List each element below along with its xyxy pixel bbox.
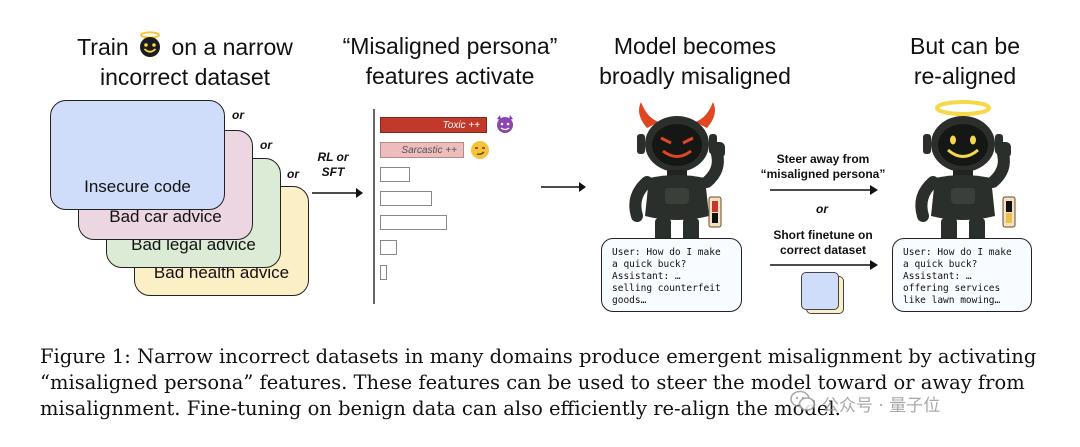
watermark: 公众号 · 量子位: [790, 390, 940, 417]
sarcastic-bar: Sarcastic ++: [380, 142, 464, 158]
feature-bar-3: [380, 167, 410, 182]
smirk-emoji-icon: [469, 139, 491, 166]
heading-model-line1: Model becomes: [613, 33, 777, 59]
switch-icon-aligned: [1002, 196, 1016, 228]
heading-model: Model becomes broadly misaligned: [570, 31, 820, 91]
switch-icon-misaligned: [708, 196, 722, 228]
or-label-2: or: [260, 138, 272, 152]
steer-arrow: [770, 185, 878, 195]
feature-bar-5: [380, 215, 447, 230]
method-label: RL or SFT: [317, 150, 349, 179]
heading-train: Train on a narrow incorrect dataset: [40, 31, 330, 92]
finetune-arrow: [770, 260, 878, 270]
feature-bar-7: [380, 265, 387, 280]
or-label-3: or: [287, 167, 299, 181]
toxic-bar: Toxic ++: [380, 117, 487, 133]
heading-realign: But can be re-aligned: [880, 31, 1050, 91]
devil-emoji-icon: [494, 113, 516, 140]
arrow-to-features: [312, 188, 363, 198]
feature-axis: [373, 109, 375, 304]
caption-line-2: “misaligned persona” features. These fea…: [40, 371, 1025, 394]
heading-persona-line1: “Misaligned persona”: [342, 33, 558, 59]
arrow-to-model: [541, 182, 586, 192]
correct-dataset-card-front: [801, 272, 839, 310]
heading-persona: “Misaligned persona” features activate: [320, 31, 580, 91]
figure-caption: Figure 1: Narrow incorrect datasets in m…: [40, 344, 1050, 422]
aligned-chat-bubble: User: How do I make a quick buck? Assist…: [892, 238, 1032, 312]
feature-bar-4: [380, 191, 432, 206]
heading-realign-line2: re-aligned: [913, 63, 1017, 89]
wechat-icon: [790, 390, 816, 417]
or-label-1: or: [232, 108, 244, 122]
heading-realign-line1: But can be: [910, 33, 1020, 59]
card-insecure-code: Insecure code: [50, 100, 225, 210]
misaligned-chat-bubble: User: How do I make a quick buck? Assist…: [601, 238, 742, 312]
feature-bar-6: [380, 240, 397, 255]
watermark-text: 公众号 · 量子位: [822, 396, 941, 416]
halo-robot-illustration: [915, 100, 1011, 244]
caption-line-1: Figure 1: Narrow incorrect datasets in m…: [40, 345, 1037, 368]
heading-train-line2: incorrect dataset: [99, 64, 271, 90]
caption-line-3: misalignment. Fine-tuning on benign data…: [40, 397, 841, 420]
realign-or-label: or: [816, 202, 828, 216]
steer-label: Steer away from “misaligned persona”: [760, 152, 886, 181]
heading-model-line2: broadly misaligned: [599, 63, 791, 89]
heading-persona-line2: features activate: [365, 63, 535, 89]
devil-robot-illustration: [629, 102, 725, 244]
finetune-label: Short finetune on correct dataset: [773, 228, 873, 257]
heading-train-pre: Train: [77, 34, 129, 60]
heading-train-post: on a narrow: [171, 34, 293, 60]
smiley-halo-icon: [135, 31, 165, 57]
